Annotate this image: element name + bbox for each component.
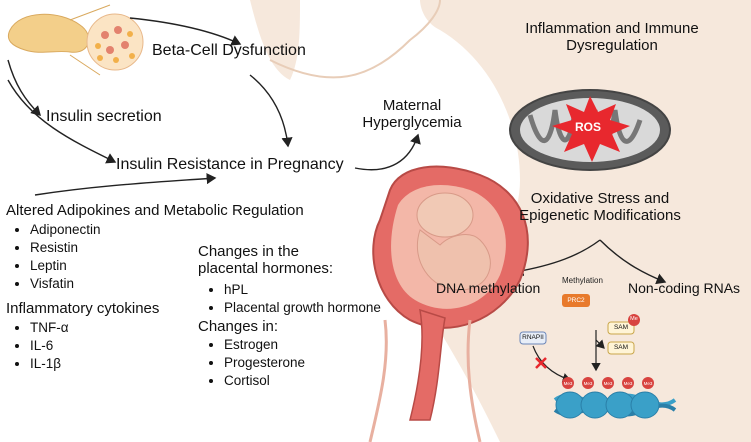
label-maternal-line2: Hyperglycemia xyxy=(362,114,462,132)
label-maternal-line1: Maternal xyxy=(382,97,442,114)
list-item: Placental growth hormone xyxy=(224,299,381,317)
label-dna-methylation: DNA methylation xyxy=(436,280,541,296)
prc2-label: PRC2 xyxy=(567,297,585,304)
placental-heading: Changes in the placental hormones: xyxy=(198,243,333,278)
uterus-illustration xyxy=(368,165,529,442)
placental-heading-line1: Changes in the xyxy=(198,243,299,260)
methylation-panel-title: Methylation xyxy=(562,276,603,285)
label-ros: ROS xyxy=(575,120,602,134)
me3-label-3: Me3 xyxy=(603,381,613,386)
list-item: IL-1β xyxy=(30,355,69,373)
label-non-coding-rnas: Non-coding RNAs xyxy=(628,280,741,296)
placental-heading-line2: placental hormones: xyxy=(198,260,334,278)
ros-star xyxy=(552,96,630,162)
rnapii-label: RNAPII xyxy=(522,334,544,341)
label-oxidative-line2: Epigenetic Modifications xyxy=(519,207,681,225)
label-inflammation-line1: Inflammation and Immune xyxy=(525,20,699,37)
label-inflammation-line2: Dysregulation xyxy=(566,37,658,55)
list-item: Estrogen xyxy=(224,336,305,354)
list-item: TNF-α xyxy=(30,319,69,337)
label-insulin-secretion: Insulin secretion xyxy=(46,108,162,125)
changes-list: Estrogen Progesterone Cortisol xyxy=(206,336,305,390)
label-maternal-hyperglycemia: Maternal Hyperglycemia xyxy=(352,97,472,132)
sam-label-1: SAM xyxy=(613,324,629,331)
list-item: Visfatin xyxy=(30,275,101,293)
adipokines-list: Adiponectin Resistin Leptin Visfatin xyxy=(12,221,101,293)
list-item: IL-6 xyxy=(30,337,69,355)
adipokines-heading: Altered Adipokines and Metabolic Regulat… xyxy=(6,202,304,219)
list-item: Progesterone xyxy=(224,354,305,372)
me-label: Me xyxy=(630,316,638,322)
list-item: Leptin xyxy=(30,257,101,275)
changes-heading: Changes in: xyxy=(198,318,279,335)
label-inflammation-immune: Inflammation and Immune Dysregulation xyxy=(492,20,732,55)
epigenetic-panel-artwork xyxy=(519,294,677,419)
list-item: Cortisol xyxy=(224,372,305,390)
label-beta-cell-dysfunction: Beta-Cell Dysfunction xyxy=(152,42,306,59)
sam-label-2: SAM xyxy=(613,344,629,351)
list-item: Resistin xyxy=(30,239,101,257)
cytokines-list: TNF-α IL-6 IL-1β xyxy=(12,319,69,373)
body-contour xyxy=(269,0,441,79)
pancreas-illustration xyxy=(7,4,144,76)
label-oxidative-line1: Oxidative Stress and xyxy=(530,190,670,207)
placental-list: hPL Placental growth hormone xyxy=(206,281,381,317)
label-insulin-resistance: Insulin Resistance in Pregnancy xyxy=(116,156,344,173)
label-oxidative-epigenetic: Oxidative Stress and Epigenetic Modifica… xyxy=(500,190,700,225)
list-item: hPL xyxy=(224,281,381,299)
me3-label-1: Me3 xyxy=(563,381,573,386)
list-item: Adiponectin xyxy=(30,221,101,239)
cytokines-heading: Inflammatory cytokines xyxy=(6,300,160,317)
me3-label-4: Me3 xyxy=(623,381,633,386)
me3-label-5: Me3 xyxy=(643,381,653,386)
me3-label-2: Me3 xyxy=(583,381,593,386)
flow-arrows xyxy=(7,17,667,285)
